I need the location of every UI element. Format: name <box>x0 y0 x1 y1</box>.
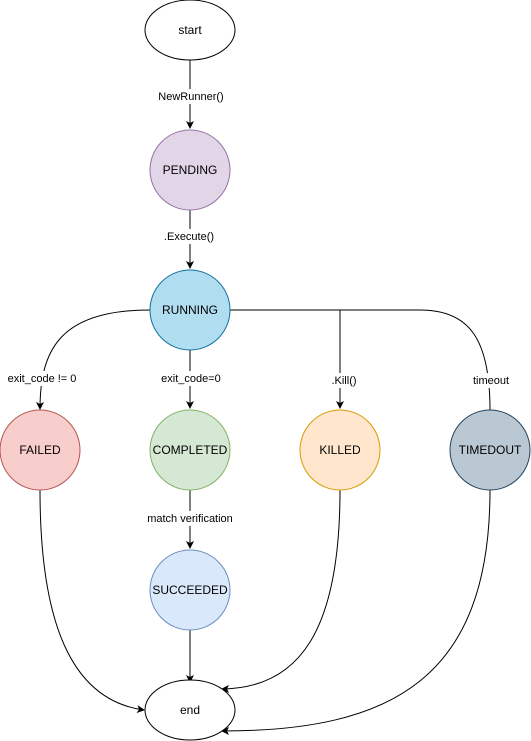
edge-start-to-pending: NewRunner() <box>156 60 226 129</box>
edge-label-bg <box>158 371 224 386</box>
edge-label-bg <box>328 373 360 388</box>
edge-line <box>221 489 491 735</box>
node-completed: COMPLETED <box>149 409 231 491</box>
node-completed-shape <box>149 409 231 491</box>
edge-line <box>221 489 341 693</box>
node-timedout: TIMEDOUT <box>449 409 531 491</box>
node-start-label: start <box>178 23 202 37</box>
node-killed-label: KILLED <box>319 443 361 457</box>
node-succeeded-label: SUCCEEDED <box>152 583 228 597</box>
node-pending-label: PENDING <box>163 163 218 177</box>
edge-killed-to-end <box>221 489 341 693</box>
edge-label-timeout: timeout <box>473 375 509 387</box>
edge-label-kill: .Kill() <box>331 375 356 387</box>
edge-running-to-completed: exit_code=0 <box>158 350 224 409</box>
node-end: end <box>144 679 236 741</box>
node-timedout-shape <box>449 409 531 491</box>
node-completed-label: COMPLETED <box>153 443 228 457</box>
node-start: start <box>144 0 236 61</box>
edge-label-bg <box>160 229 218 244</box>
node-failed-shape <box>0 409 81 491</box>
node-running: RUNNING <box>149 269 231 351</box>
node-killed: KILLED <box>299 409 381 491</box>
edge-label-match-verification: match verification <box>147 513 233 525</box>
node-succeeded-shape <box>149 549 231 631</box>
node-failed-label: FAILED <box>19 443 61 457</box>
edge-running-to-failed: exit_code != 0 <box>4 309 151 410</box>
node-failed: FAILED <box>0 409 81 491</box>
node-succeeded: SUCCEEDED <box>149 549 231 631</box>
node-running-label: RUNNING <box>162 303 218 317</box>
node-timedout-label: TIMEDOUT <box>459 443 522 457</box>
edge-label-exit-nonzero: exit_code != 0 <box>8 373 77 385</box>
edge-label-bg <box>469 373 513 388</box>
node-pending-shape <box>149 129 231 211</box>
node-killed-shape <box>299 409 381 491</box>
edge-label-execute: .Execute() <box>164 231 214 243</box>
edge-line <box>36 309 151 410</box>
node-end-label: end <box>180 703 200 717</box>
edge-line <box>39 489 145 714</box>
edge-label-newrunner: NewRunner() <box>158 91 223 103</box>
node-pending: PENDING <box>149 129 231 211</box>
edge-failed-to-end <box>39 489 145 714</box>
edge-label-bg <box>156 89 226 104</box>
edge-label-exit-zero: exit_code=0 <box>161 373 221 385</box>
edge-pending-to-running: .Execute() <box>160 210 218 269</box>
edge-running-to-killed: .Kill() <box>230 309 360 409</box>
edge-label-bg <box>144 511 236 526</box>
node-end-shape <box>144 679 236 741</box>
edge-running-to-timedout: timeout <box>340 309 513 411</box>
edge-line <box>230 309 344 409</box>
node-start-shape <box>144 0 236 61</box>
edge-timedout-to-end <box>221 489 491 735</box>
edge-completed-to-succeeded: match verification <box>144 490 236 549</box>
edge-line <box>340 309 491 411</box>
node-running-shape <box>149 269 231 351</box>
edge-label-bg <box>4 371 80 386</box>
